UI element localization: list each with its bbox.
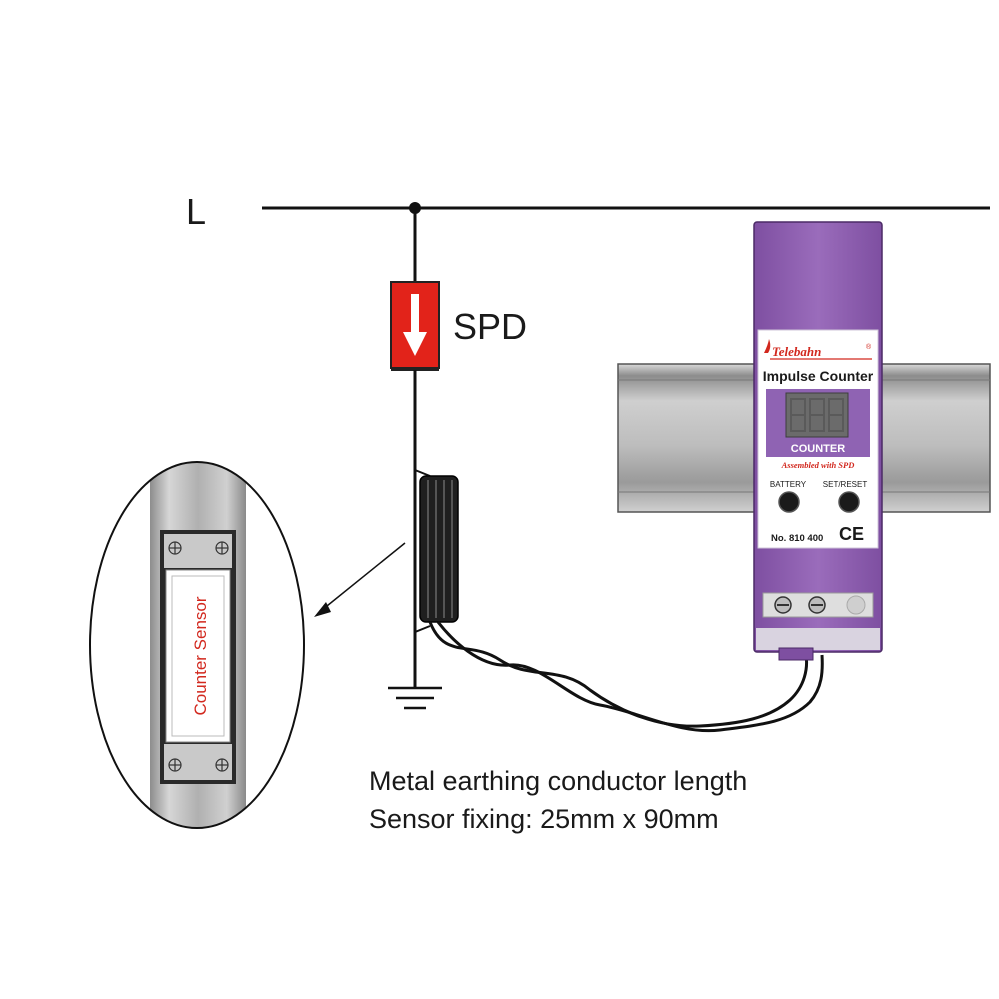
- sensor-clamp: [414, 455, 459, 634]
- terminal-screw-2[interactable]: [808, 596, 826, 614]
- model-number: No. 810 400: [771, 533, 823, 544]
- ground-symbol: [388, 686, 442, 710]
- terminal-screw-1[interactable]: [774, 596, 792, 614]
- seven-segment-digits: [790, 398, 844, 432]
- cable-entry: [778, 647, 814, 661]
- counter-sensor-label: Counter Sensor: [191, 596, 210, 715]
- detail-arrow: [314, 542, 406, 617]
- svg-text:®: ®: [866, 343, 872, 351]
- display-label: COUNTER: [791, 443, 845, 455]
- screw-icon: [168, 541, 229, 772]
- ce-mark: CE: [839, 524, 864, 544]
- set-reset-button[interactable]: [838, 491, 860, 513]
- signal-cable: [428, 621, 824, 733]
- note-line-1: Metal earthing conductor length: [369, 766, 747, 796]
- spd-symbol: [390, 281, 440, 371]
- battery-button[interactable]: [778, 491, 800, 513]
- impulse-counter-device: Telebahn ® Impulse Counter COUNTER Assem…: [753, 221, 883, 661]
- sensor-detail-view: Counter Sensor: [89, 461, 305, 829]
- set-reset-label: SET/RESET: [823, 480, 868, 489]
- spd-label: SPD: [453, 306, 527, 347]
- device-subtitle: Assembled with SPD: [781, 460, 855, 470]
- device-title: Impulse Counter: [763, 368, 874, 384]
- terminal-led: [846, 595, 866, 615]
- svg-text:Telebahn: Telebahn: [772, 344, 821, 359]
- telebahn-logo: Telebahn ®: [764, 339, 872, 360]
- battery-label: BATTERY: [770, 480, 807, 489]
- note-line-2: Sensor fixing: 25mm x 90mm: [369, 804, 719, 834]
- line-label: L: [186, 191, 206, 232]
